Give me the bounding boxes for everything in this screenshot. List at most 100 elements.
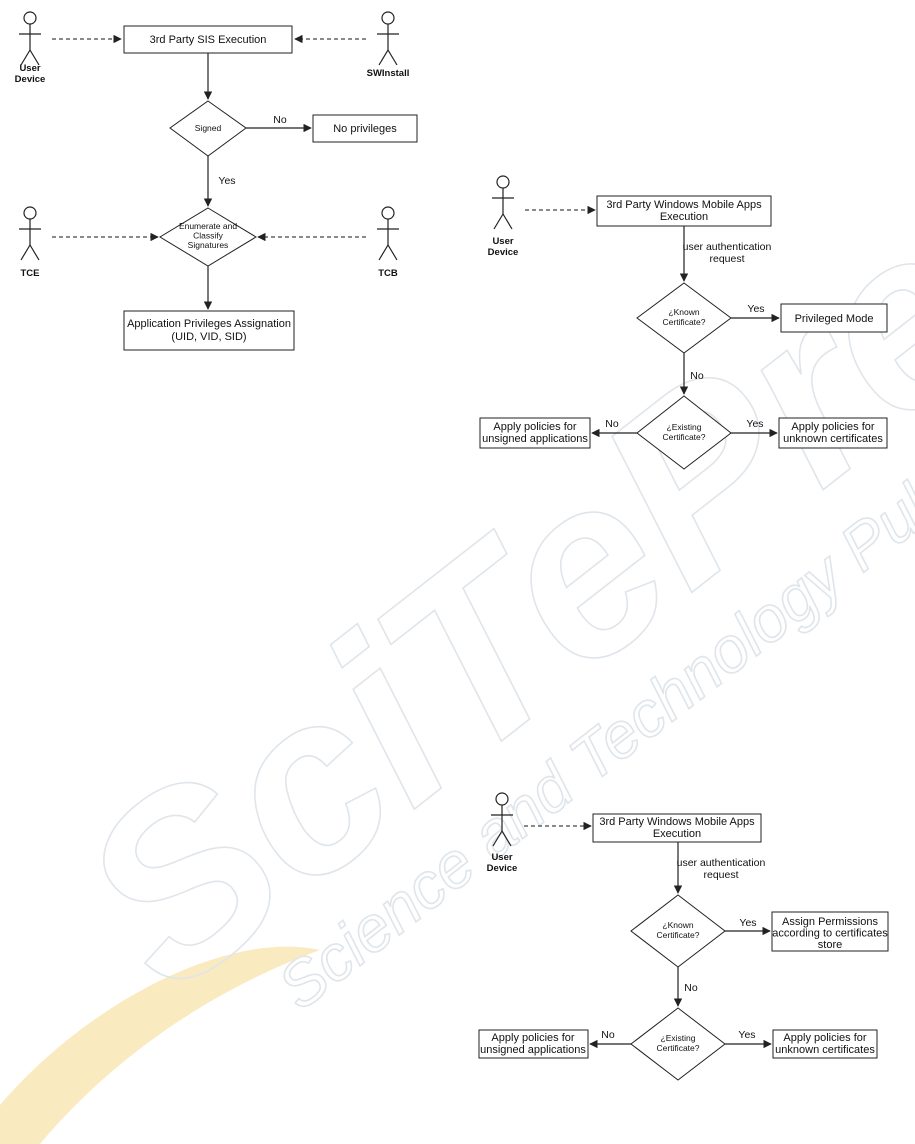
actor-tcb-label: TCB [378,268,398,279]
node-sis-execution [123,25,293,54]
node-existing-certificate-3 [630,1007,726,1081]
edge-label-yes: Yes [218,175,235,187]
node-assign-permissions [771,911,889,952]
actor-user-device-2 [492,175,514,230]
node-existing-certificate-2 [636,395,732,470]
actor-swinstall-label: SWInstall [367,68,410,79]
label-line: Certificate? [657,930,700,940]
label-line: user authentication [683,241,772,253]
label-line: Yes [746,418,763,430]
edge-label-no-2b: No [605,418,619,430]
node-no-privileges-label: No privileges [333,123,397,135]
label-line: ¿Existing [661,1033,696,1043]
label-line: 3rd Party Windows Mobile Apps [599,816,755,828]
node-signed-label: Signed [195,123,222,133]
edge-label-no-2a: No [690,370,704,382]
node-unknown-policies-2 [778,417,888,449]
actor-user-device-1 [19,11,41,66]
label-line: (UID, VID, SID) [171,331,246,343]
label-line: User [491,852,512,863]
label-line: Yes [739,917,756,929]
label-line: Certificate? [663,432,706,442]
node-privileged-mode [780,303,888,333]
label-line: unsigned applications [482,433,588,445]
label-line: Signed [195,123,222,133]
edge-label-yes-2a: Yes [747,303,764,315]
edge-label-yes-3a: Yes [739,917,756,929]
edge-label-yes-2b: Yes [746,418,763,430]
label-line: unknown certificates [783,433,883,445]
label-line: No privileges [333,123,397,135]
actor-tce-label: TCE [21,268,40,279]
label-line: Device [487,863,518,874]
label-line: Enumerate and [179,221,237,231]
label-line: Apply policies for [791,421,874,433]
node-wm-execution-3 [592,813,762,843]
label-line: store [818,939,842,951]
label-line: Certificate? [657,1043,700,1053]
node-no-privileges [312,114,418,143]
edge-label-no-3b: No [601,1029,615,1041]
label-line: ¿Existing [667,422,702,432]
node-unsigned-policies-3 [478,1029,589,1059]
edge-label-no-3a: No [684,982,698,994]
node-privileges-assignation [123,310,295,351]
label-line: SWInstall [367,68,410,79]
label-line: Application Privileges Assignation [127,318,291,330]
label-line: request [703,869,738,881]
label-line: Privileged Mode [795,313,874,325]
label-line: Apply policies for [493,421,576,433]
label-line: Classify [193,231,224,241]
label-line: 3rd Party Windows Mobile Apps [606,199,762,211]
label-line: Device [15,74,46,85]
label-line: Apply policies for [491,1032,574,1044]
node-sis-execution-label: 3rd Party SIS Execution [150,34,267,46]
label-line: No [601,1029,615,1041]
edge-label-no: No [273,114,287,126]
label-line: Signatures [188,240,229,250]
label-line: No [605,418,619,430]
actor-tcb [377,206,399,261]
node-privileged-mode-label: Privileged Mode [795,313,874,325]
label-line: Assign Permissions [782,916,878,928]
watermark-swoosh [0,946,320,1144]
label-line: Device [488,247,519,258]
node-unsigned-policies-2 [479,417,591,449]
label-line: according to certificates [772,928,888,940]
label-line: No [690,370,704,382]
actor-swinstall [377,11,399,66]
label-line: TCE [21,268,40,279]
label-line: ¿Known [668,307,699,317]
label-line: Yes [747,303,764,315]
label-line: Execution [660,211,708,223]
actor-user-device-3 [491,792,513,847]
label-line: No [684,982,698,994]
label-line: request [709,253,744,265]
node-unknown-policies-3 [772,1029,878,1059]
label-line: Yes [738,1029,755,1041]
label-line: Execution [653,828,701,840]
actor-tce [19,206,41,261]
